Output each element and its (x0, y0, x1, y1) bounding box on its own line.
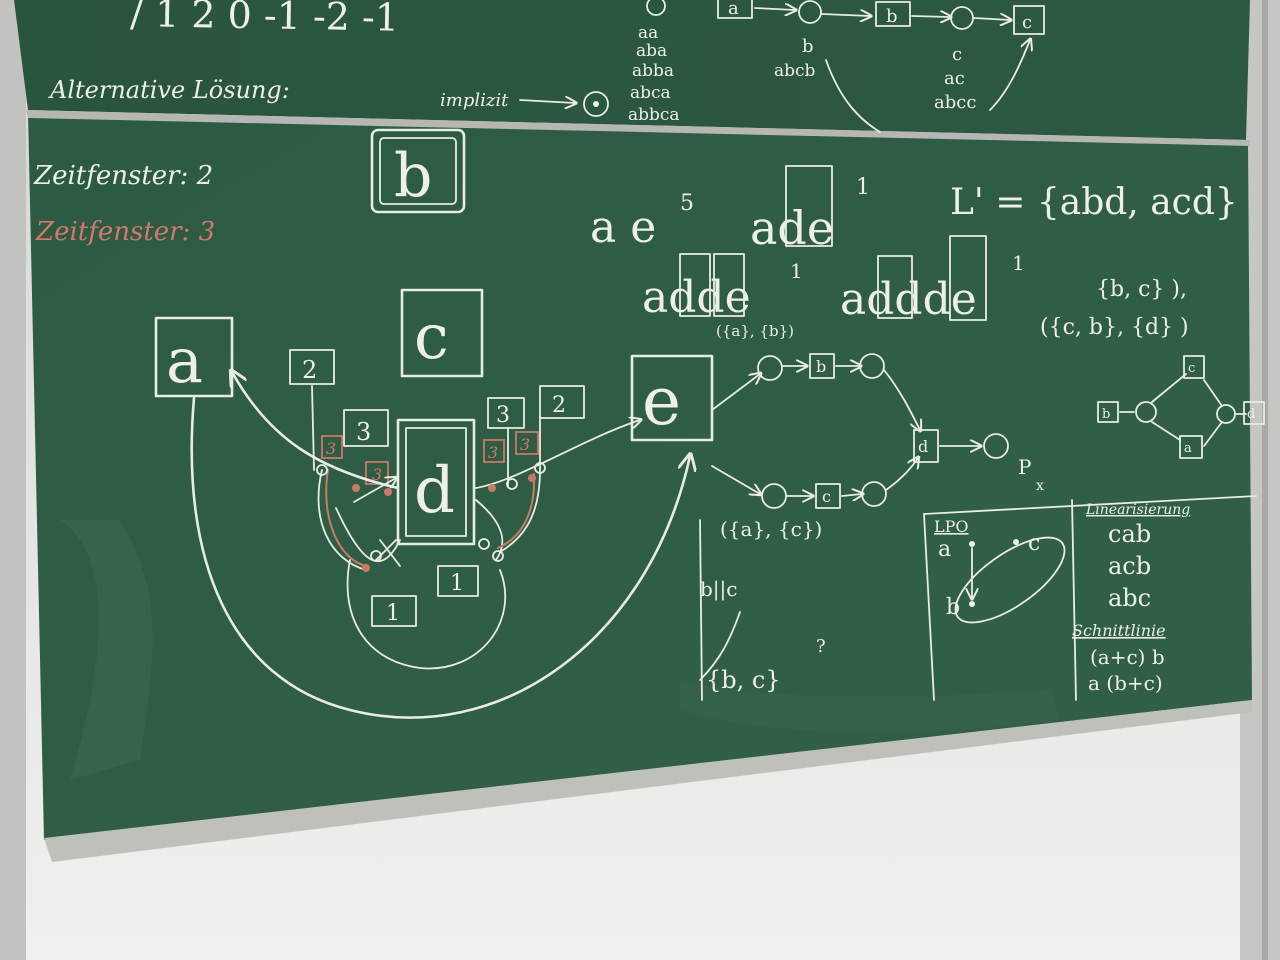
top-col-a-2: abba (632, 61, 674, 81)
parallel: b||c (700, 577, 737, 602)
top-board-content: / 1 2 0 -1 -2 -1 Alternative Lösung: imp… (48, 0, 1045, 133)
sets2: ({a}, {c}) (720, 517, 822, 541)
side-transition-c: c (1188, 361, 1195, 376)
lpo-node-c: c (1028, 531, 1040, 556)
red-counter-2: 3 (372, 465, 382, 484)
top-place (583, 91, 609, 117)
schnittlinie-0: (a+c) b (1090, 645, 1165, 669)
zeitfenster-red: Zeitfenster: 3 (35, 217, 215, 247)
main-board-content: Zeitfenster: 2 Zeitfenster: 3 b a e 5 ad… (33, 128, 1265, 719)
top-col-b-0: b (802, 36, 814, 57)
sets-right1: {b, c} ), (1096, 277, 1187, 302)
net-transition-c: c (822, 487, 831, 506)
language-l: L' = {abd, acd} (950, 182, 1238, 223)
arc-a-to-d (232, 372, 400, 490)
seq4-sup: 1 (1012, 251, 1025, 275)
chalk-smudge (60, 520, 153, 780)
seq4: addde (840, 274, 977, 325)
linearisierung-title: Linearisierung (1085, 502, 1190, 518)
frame-right-rail (1262, 0, 1268, 960)
seq1-sup: 5 (680, 191, 694, 216)
sets3: {b, c} (706, 666, 781, 694)
top-node-b: b (886, 6, 898, 27)
top-implicit: implizit (440, 90, 509, 111)
node-d: d (414, 454, 455, 528)
label-b-box (370, 128, 466, 214)
arc-a-to-e (190, 396, 690, 719)
top-col-c-1: ac (944, 68, 965, 89)
main-board (28, 112, 1252, 840)
side-transition-b: b (1102, 407, 1110, 422)
net-transition-b: b (816, 357, 826, 376)
node-c: c (414, 300, 449, 373)
zeitfenster-white: Zeitfenster: 2 (33, 161, 213, 191)
counter-2-left: 2 (302, 356, 317, 384)
top-col-a-1: aba (636, 41, 667, 61)
counter-2-right: 2 (552, 393, 566, 418)
node-e-box (630, 354, 714, 442)
side-transition-a: a (1184, 441, 1192, 456)
top-col-b-1: abcb (774, 61, 816, 81)
counter-1-right: 1 (450, 571, 464, 596)
frame-left (0, 0, 26, 960)
chalk-smudge (680, 680, 1060, 733)
top-node-a: a (728, 0, 739, 19)
counter-3-right: 3 (496, 403, 510, 428)
node-a: a (166, 324, 203, 397)
linearisierung-1: acb (1108, 552, 1151, 580)
chalk-tray (44, 700, 1252, 862)
schnittlinie-title: Schnittlinie (1072, 621, 1166, 640)
seq2-sup: 1 (856, 175, 870, 200)
top-seq-row: / 1 2 0 -1 -2 -1 (130, 0, 400, 40)
counter-1-left: 1 (386, 601, 400, 626)
top-board (14, 0, 1250, 140)
label-b: b (394, 141, 432, 211)
node-c-box (400, 288, 484, 378)
seq3: adde (642, 272, 751, 323)
linearisierung-2: abc (1108, 584, 1151, 612)
final-place: P (1018, 455, 1031, 479)
top-col-a-3: abca (630, 83, 671, 103)
final-place-sub: x (1036, 478, 1044, 494)
linearisierung-0: cab (1108, 520, 1151, 548)
schnittlinie-1: a (b+c) (1088, 671, 1163, 695)
board-edge (26, 110, 1250, 146)
sets1: ({a}, {b}) (716, 322, 794, 340)
red-counter-4: 3 (520, 435, 530, 454)
sets-right2: ({c, b}, {d} ) (1040, 315, 1189, 340)
red-counter-1: 3 (326, 439, 336, 458)
seq1: a e (590, 202, 656, 253)
top-alt-label: Alternative Lösung: (48, 76, 290, 104)
counter-3-left: 3 (356, 418, 371, 446)
top-col-a-0: aa (638, 23, 658, 43)
top-col-c-0: c (952, 44, 962, 65)
lpo-node-a: a (938, 537, 951, 562)
seq3-sup: 1 (790, 259, 803, 283)
top-col-a-4: abbca (628, 105, 680, 125)
top-node-c: c (1022, 12, 1032, 33)
node-a-box (154, 316, 234, 398)
lpo-title: LPO (934, 517, 969, 536)
net-transition-d: d (918, 437, 928, 456)
top-col-c-2: abcc (934, 92, 976, 113)
node-e: e (642, 363, 681, 440)
side-transition-d: d (1247, 407, 1255, 422)
red-counter-3: 3 (488, 443, 498, 462)
question: ? (816, 636, 826, 657)
